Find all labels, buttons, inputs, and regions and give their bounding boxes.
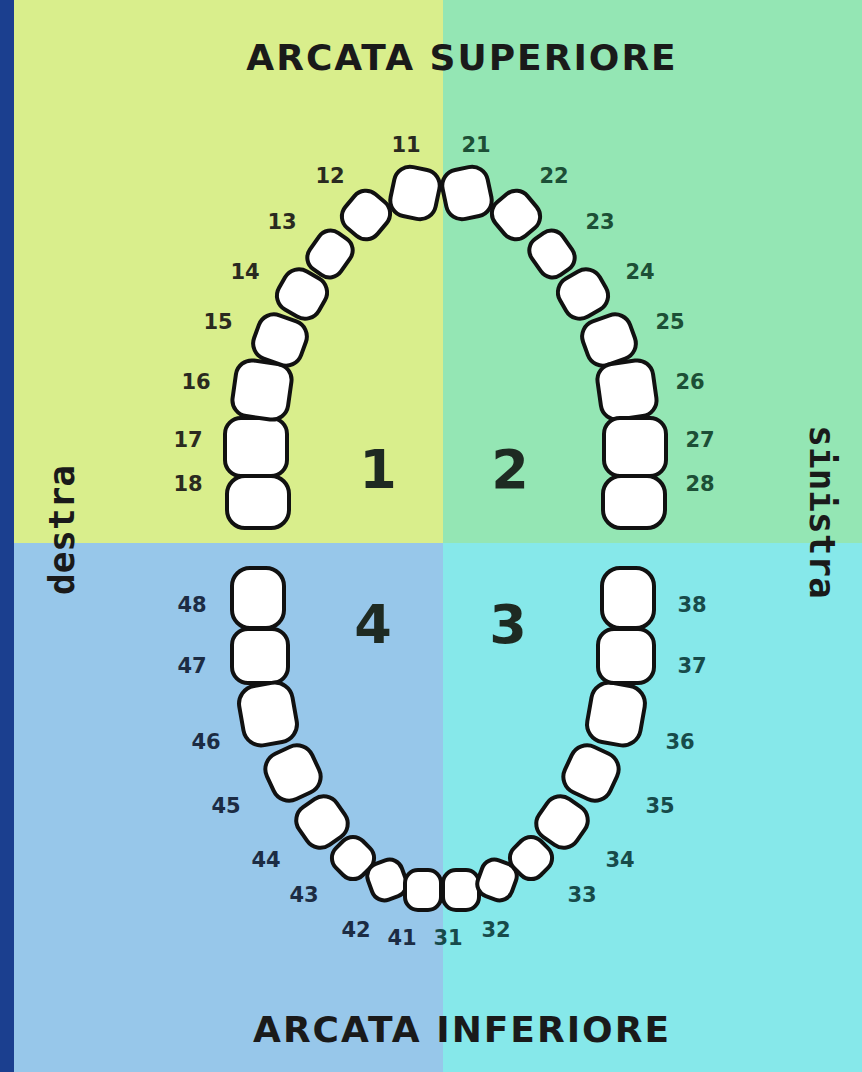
- tooth: [443, 870, 479, 910]
- tooth-number: 45: [211, 796, 240, 817]
- tooth-number: 47: [177, 656, 206, 677]
- arch-heading: ARCATA SUPERIORE: [246, 40, 677, 76]
- tooth-number: 22: [539, 166, 568, 187]
- quadrant-number: 1: [359, 443, 397, 497]
- side-label: sinistra: [804, 425, 840, 598]
- tooth: [602, 568, 654, 628]
- tooth: [604, 418, 666, 476]
- quadrant-number: 2: [491, 443, 529, 497]
- tooth-number: 34: [605, 850, 634, 871]
- tooth: [595, 358, 658, 421]
- tooth: [232, 568, 284, 628]
- quadrant-number: 3: [489, 598, 527, 652]
- side-label: destra: [44, 465, 80, 595]
- tooth-number: 43: [289, 885, 318, 906]
- tooth: [405, 870, 441, 910]
- tooth-number: 31: [433, 928, 462, 949]
- tooth-number: 42: [341, 920, 370, 941]
- tooth-number: 11: [391, 135, 420, 156]
- tooth-number: 27: [685, 430, 714, 451]
- tooth-number: 28: [685, 474, 714, 495]
- tooth: [302, 225, 358, 283]
- tooth-number: 17: [173, 430, 202, 451]
- tooth: [439, 164, 494, 222]
- tooth: [598, 629, 654, 683]
- tooth: [387, 164, 442, 222]
- tooth-number: 12: [315, 166, 344, 187]
- quadrant-number: 4: [354, 598, 392, 652]
- tooth: [225, 418, 287, 476]
- tooth-number: 38: [677, 595, 706, 616]
- tooth-number: 13: [267, 212, 296, 233]
- tooth-number: 18: [173, 474, 202, 495]
- tooth: [227, 476, 289, 528]
- tooth-number: 48: [177, 595, 206, 616]
- tooth-number: 46: [191, 732, 220, 753]
- tooth: [603, 476, 665, 528]
- tooth-number: 33: [567, 885, 596, 906]
- tooth: [584, 680, 648, 748]
- tooth-number: 35: [645, 796, 674, 817]
- tooth-number: 41: [387, 928, 416, 949]
- tooth-number: 32: [481, 920, 510, 941]
- tooth-number: 23: [585, 212, 614, 233]
- tooth: [232, 629, 288, 683]
- tooth: [230, 358, 293, 421]
- tooth-number: 24: [625, 262, 654, 283]
- tooth-number: 36: [665, 732, 694, 753]
- tooth: [236, 680, 300, 748]
- tooth-number: 21: [461, 135, 490, 156]
- tooth-number: 15: [203, 312, 232, 333]
- tooth-number: 44: [251, 850, 280, 871]
- tooth: [336, 185, 396, 246]
- tooth-number: 37: [677, 656, 706, 677]
- tooth-number: 26: [675, 372, 704, 393]
- tooth: [558, 740, 624, 806]
- tooth-number: 16: [181, 372, 210, 393]
- tooth-number: 25: [655, 312, 684, 333]
- tooth-number: 14: [230, 262, 259, 283]
- arch-heading: ARCATA INFERIORE: [253, 1012, 671, 1048]
